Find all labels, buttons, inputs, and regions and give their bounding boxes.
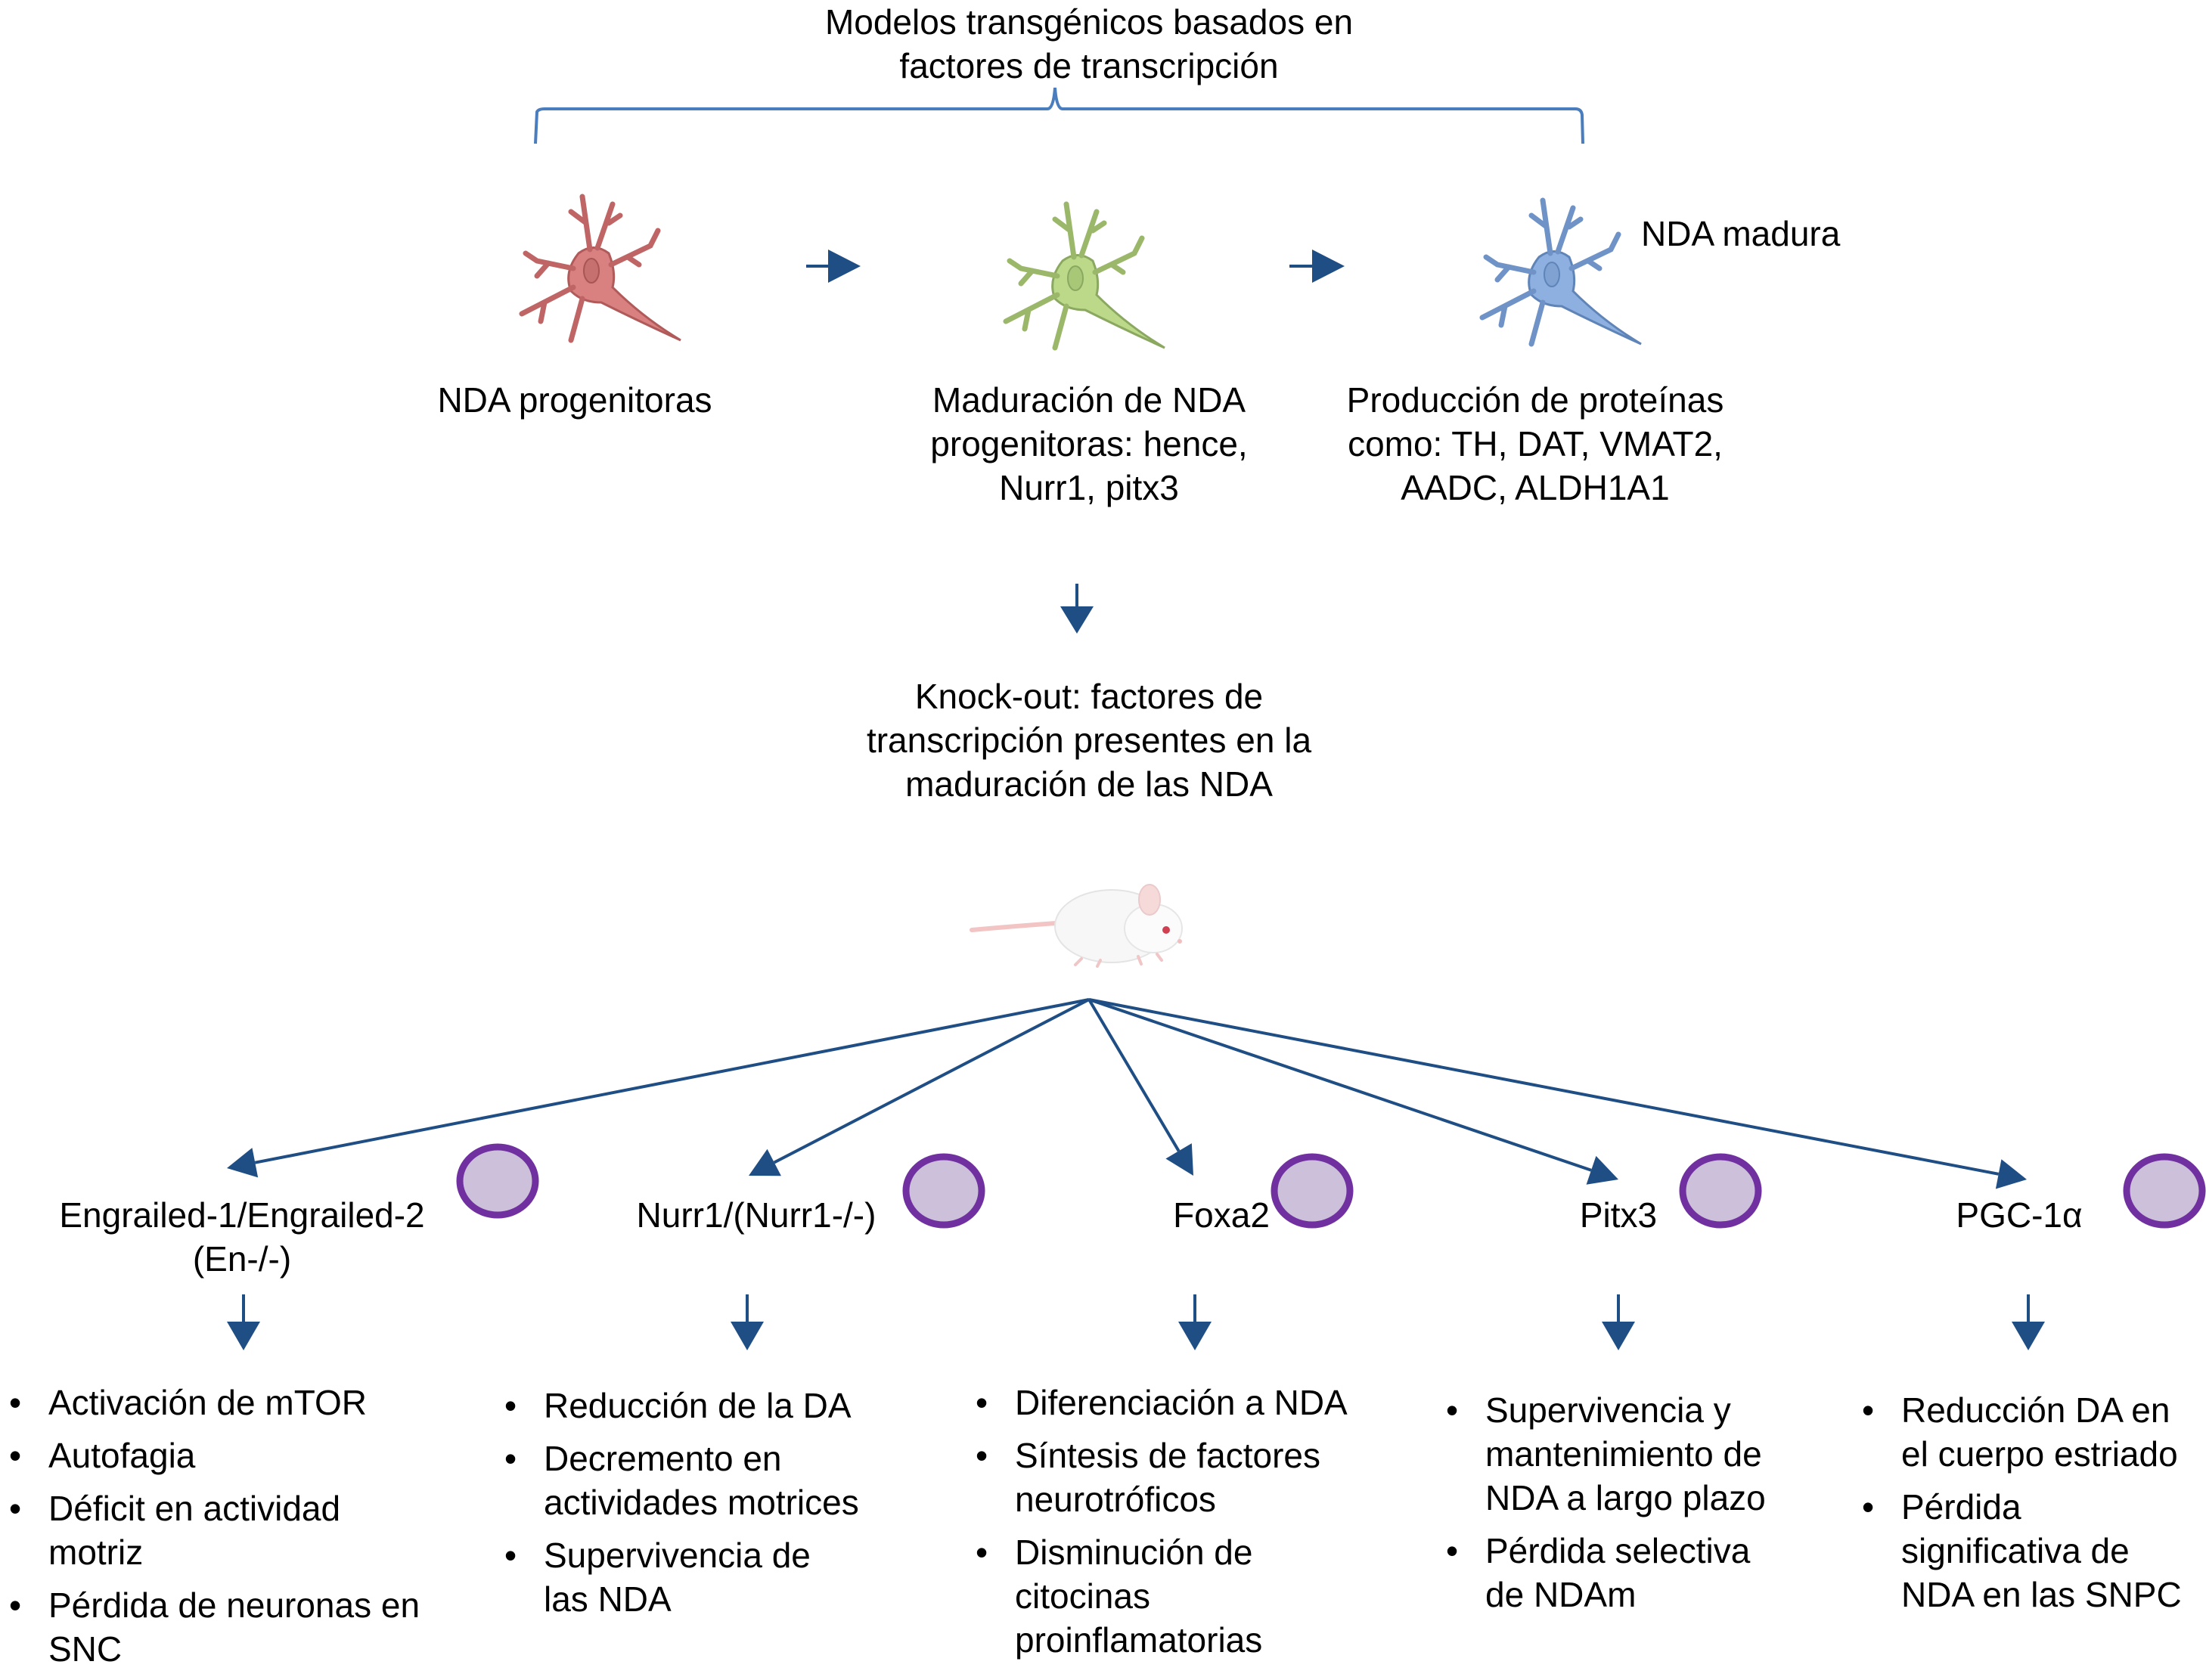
effect-text: Supervivencia y mantenimiento de NDA a l… xyxy=(1485,1390,1766,1517)
effects-list-pitx3: • Supervivencia y mantenimiento de NDA a … xyxy=(1437,1388,1830,1626)
effects-list-nurr1: • Reducción de la DA • Decremento en activi… xyxy=(495,1384,949,1630)
effect-item: • Síntesis de factores neurotróficos xyxy=(966,1434,1420,1521)
knockout-label: Knock-out: factores de transcripción pre… xyxy=(866,677,1312,804)
bullet-icon: • xyxy=(8,1489,22,1528)
bullet-icon: • xyxy=(1445,1531,1459,1570)
branch-arrow-line xyxy=(1088,998,1592,1172)
bullet-icon: • xyxy=(8,1585,22,1625)
factor-label-pgc1a: PGC-1α xyxy=(1956,1195,2083,1235)
bullet-icon: • xyxy=(975,1533,988,1572)
effect-text: Decremento en actividades motrices xyxy=(544,1439,859,1522)
effect-text: Reducción de la DA xyxy=(544,1386,852,1425)
effect-item: • Decremento en actividades motrices xyxy=(495,1437,949,1524)
factor-markers xyxy=(456,1143,2206,1229)
effect-item: • Activación de mTOR xyxy=(0,1381,469,1424)
effect-text: Activación de mTOR xyxy=(48,1383,367,1422)
effect-text: Síntesis de factores neurotróficos xyxy=(1015,1436,1320,1519)
branch-arrow-head xyxy=(1995,1159,2027,1189)
down-arrow-head xyxy=(227,1322,260,1350)
branch-arrow-line xyxy=(773,998,1090,1164)
branch-arrow-line xyxy=(1087,998,1181,1152)
effects-list-foxa2: • Diferenciación a NDA • Síntesis de factor… xyxy=(966,1381,1420,1671)
down-arrow-head xyxy=(731,1322,764,1350)
effect-text: Pérdida de neuronas en SNC xyxy=(48,1585,420,1669)
branch-arrow-head xyxy=(1165,1143,1193,1176)
stage-label-progenitor: NDA progenitoras xyxy=(437,380,712,420)
factor-circle-icon xyxy=(1271,1153,1354,1229)
arrow-maturation-to-mature xyxy=(1289,250,1345,283)
effect-text: Déficit en actividad motriz xyxy=(48,1489,341,1572)
down-arrow-head xyxy=(1602,1322,1635,1350)
effect-arrows xyxy=(227,1294,2045,1350)
bullet-icon: • xyxy=(1445,1390,1459,1430)
effect-item: • Déficit en actividad motriz xyxy=(0,1486,469,1574)
stage-label-mature: Producción de proteínas como: TH, DAT, V… xyxy=(1346,380,1724,507)
effect-text: Pérdida selectiva de NDAm xyxy=(1485,1531,1751,1614)
effect-text: Reducción DA en el cuerpo estriado xyxy=(1901,1390,2178,1474)
down-arrow-head xyxy=(1178,1322,1212,1350)
branch-arrow-line xyxy=(1088,998,2000,1176)
effects-list-pgc1a: • Reducción DA en el cuerpo estriado • Pérd… xyxy=(1853,1388,2206,1626)
effect-item: • Disminución de citocinas proinflamatori… xyxy=(966,1530,1420,1662)
effect-item: • Pérdida de neuronas en SNC xyxy=(0,1583,469,1671)
effect-text: Supervivencia de las NDA xyxy=(544,1536,811,1619)
arrow-progenitor-to-maturation xyxy=(806,250,861,283)
effect-item: • Reducción DA en el cuerpo estriado xyxy=(1853,1388,2206,1476)
neuron-maturing-icon xyxy=(1003,201,1165,351)
effect-item: • Autofagia xyxy=(0,1434,469,1477)
bullet-icon: • xyxy=(504,1536,517,1575)
factor-circle-icon xyxy=(1679,1153,1762,1229)
effect-text: Autofagia xyxy=(48,1436,196,1475)
effect-text: Diferenciación a NDA xyxy=(1015,1383,1348,1422)
effects-list-engrailed: • Activación de mTOR • Autofagia • Déficit en… xyxy=(0,1381,469,1680)
branch-arrow-head xyxy=(749,1148,781,1176)
factor-circle-icon xyxy=(2123,1153,2206,1229)
effect-item: • Supervivencia de las NDA xyxy=(495,1533,949,1621)
bullet-icon: • xyxy=(1861,1390,1875,1430)
bullet-icon: • xyxy=(975,1436,988,1475)
branch-arrow-head xyxy=(227,1148,259,1178)
mouse-icon xyxy=(970,884,1183,968)
factor-label-engrailed: Engrailed-1/Engrailed-2 (En-/-) xyxy=(59,1195,425,1279)
bullet-icon: • xyxy=(504,1439,517,1478)
bullet-icon: • xyxy=(8,1436,22,1475)
effect-text: Pérdida significativa de NDA en las SNPC xyxy=(1901,1487,2182,1614)
effect-item: • Diferenciación a NDA xyxy=(966,1381,1420,1424)
title-bracket xyxy=(534,87,1584,144)
effect-item: • Supervivencia y mantenimiento de NDA a … xyxy=(1437,1388,1830,1520)
effect-item: • Reducción de la DA xyxy=(495,1384,949,1427)
bullet-icon: • xyxy=(504,1386,517,1425)
branch-arrows xyxy=(227,998,2027,1189)
mature-neuron-label: NDA madura xyxy=(1641,214,1841,253)
down-arrow-head xyxy=(2012,1322,2045,1350)
neuron-progenitor-icon xyxy=(519,194,681,343)
factor-circle-icon xyxy=(902,1153,985,1229)
effect-item: • Pérdida significativa de NDA en las SNP… xyxy=(1853,1485,2206,1616)
neuron-mature-icon xyxy=(1479,197,1642,347)
effect-item: • Pérdida selectiva de NDAm xyxy=(1437,1529,1830,1616)
factor-circle-icon xyxy=(456,1143,539,1219)
factor-label-pitx3: Pitx3 xyxy=(1579,1195,1658,1235)
bullet-icon: • xyxy=(8,1383,22,1422)
factor-label-foxa2: Foxa2 xyxy=(1173,1195,1270,1235)
arrow-to-knockout xyxy=(1060,584,1094,634)
bullet-icon: • xyxy=(1861,1487,1875,1527)
bullet-icon: • xyxy=(975,1383,988,1422)
branch-arrow-head xyxy=(1586,1155,1618,1185)
effect-text: Disminución de citocinas proinflamatoria… xyxy=(1015,1533,1263,1660)
stage-label-maturation: Maduración de NDA progenitoras: hence, N… xyxy=(930,380,1248,507)
branch-arrow-line xyxy=(254,998,1090,1164)
factor-label-nurr1: Nurr1/(Nurr1-/-) xyxy=(636,1195,877,1235)
diagram-title: Modelos transgénicos basados en factores… xyxy=(824,2,1354,85)
